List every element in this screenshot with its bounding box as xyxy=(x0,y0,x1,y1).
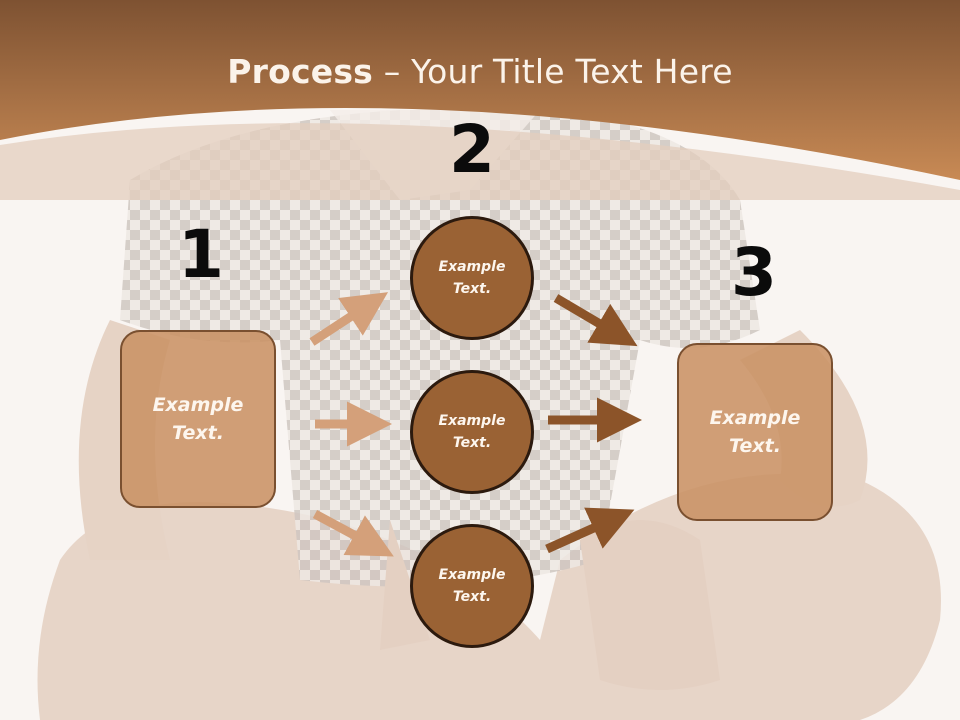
title-rest: – Your Title Text Here xyxy=(373,52,733,91)
arrow-left-top xyxy=(309,292,389,346)
step-number-2: 2 xyxy=(449,111,495,188)
step-number-1: 1 xyxy=(178,216,224,293)
process-circle-top: Example Text. xyxy=(410,216,534,340)
step-number-3: 3 xyxy=(731,234,777,311)
process-box-right: Example Text. xyxy=(677,343,833,521)
arrow-right-bottom xyxy=(545,507,635,554)
process-circle-middle: Example Text. xyxy=(410,370,534,494)
process-box-left: Example Text. xyxy=(120,330,276,508)
process-box-left-text: Example Text. xyxy=(152,393,244,445)
header-band xyxy=(0,0,960,200)
arrow-right-top xyxy=(553,294,638,347)
process-circle-bottom-text: Example Text. xyxy=(438,566,506,605)
process-circle-bottom: Example Text. xyxy=(410,524,534,648)
process-circle-middle-text: Example Text. xyxy=(438,412,506,451)
slide-title: Process – Your Title Text Here xyxy=(0,52,960,91)
title-bold: Process xyxy=(227,52,374,91)
process-circle-top-text: Example Text. xyxy=(438,258,506,297)
process-box-right-text: Example Text. xyxy=(709,406,801,458)
arrow-left-bottom xyxy=(312,510,394,557)
